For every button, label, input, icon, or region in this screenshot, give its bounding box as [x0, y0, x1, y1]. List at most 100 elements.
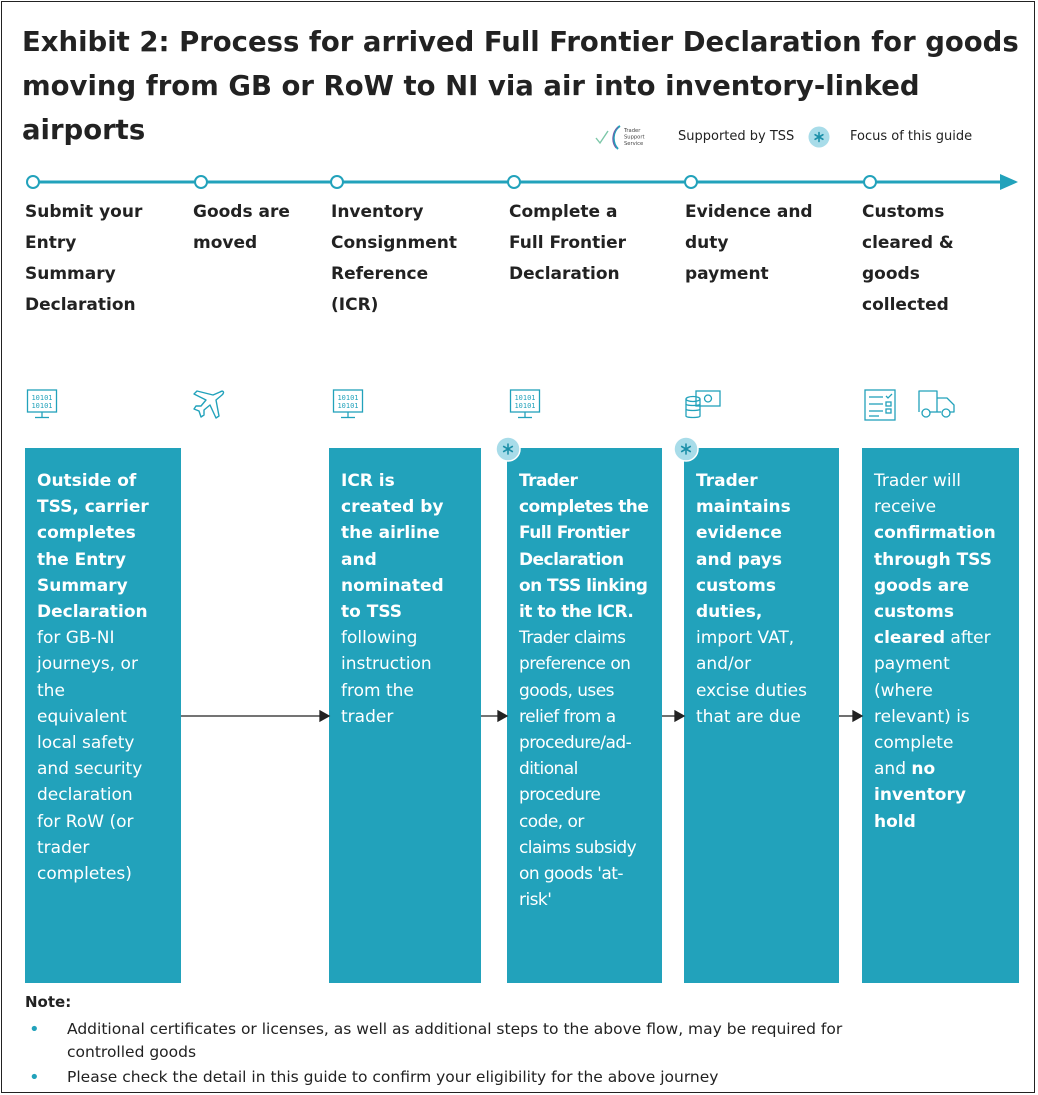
box-text-line: complete	[874, 730, 1011, 756]
box-text: journeys, or	[37, 654, 138, 675]
box-text-line: goods, uses	[519, 678, 654, 704]
box-text-line: (where	[874, 678, 1011, 704]
box-text: ditional	[519, 759, 578, 780]
box-text-line: claims subsidy	[519, 835, 654, 861]
step-title-line: duty	[685, 233, 729, 253]
box-text-line: code, or	[519, 809, 654, 835]
step-title-submit-entry-summary: Submit your Entry Summary Declaration	[25, 197, 142, 321]
box-text-line: import VAT,	[696, 625, 831, 651]
box-text: payment	[874, 654, 950, 675]
box-text-line: to TSS	[341, 599, 473, 625]
box-text-line: TSS, carrier	[37, 494, 173, 520]
box-text-bold: to TSS	[341, 602, 403, 623]
box-text: local safety	[37, 733, 135, 754]
airplane-icon	[193, 390, 225, 419]
flow-arrowhead	[497, 709, 509, 723]
page-title: Exhibit 2: Process for arrived Full Fron…	[22, 20, 1032, 152]
payment-icon	[685, 390, 721, 419]
box-text-line: Full Frontier	[519, 520, 654, 546]
box-text: declaration	[37, 785, 133, 806]
note-line: controlled goods	[67, 1043, 197, 1061]
box-text-bold: ICR is	[341, 471, 395, 491]
step-box-evidence-duty: Trader maintains evidence and pays customs du…	[684, 448, 839, 983]
step-title-line: collected	[862, 295, 949, 315]
box-text-line: nominated	[341, 573, 473, 599]
box-text: complete	[874, 733, 954, 754]
box-text-bold: on TSS linking	[519, 575, 648, 596]
box-text-line: procedure/ad-	[519, 730, 654, 756]
box-text-bold: and	[341, 549, 377, 570]
box-text-line: that are due	[696, 704, 831, 730]
box-text-line: goods are	[874, 573, 1011, 599]
box-text: code, or	[519, 811, 584, 832]
box-text-bold: Outside of	[37, 471, 137, 491]
box-text-bold: goods are	[874, 575, 970, 596]
box-text: claims subsidy	[519, 837, 637, 858]
box-text-line: completes	[37, 520, 173, 546]
box-text-line: Summary	[37, 573, 173, 599]
step-title-line: goods	[862, 264, 920, 284]
box-text-bold: maintains	[696, 497, 791, 518]
step-title-line: (ICR)	[331, 295, 379, 315]
box-text: trader	[37, 837, 90, 858]
box-text-line: on goods 'at-	[519, 861, 654, 887]
box-text: from the	[341, 680, 414, 701]
box-text: preference on	[519, 654, 631, 675]
box-text-line: risk'	[519, 887, 654, 913]
step-title-line: Goods are	[193, 202, 290, 222]
note-item: • Please check the detail in this guide …	[25, 1066, 1025, 1089]
box-text-line: Declaration	[519, 547, 654, 573]
note-heading: Note:	[25, 993, 72, 1011]
box-text: on goods 'at-	[519, 864, 624, 885]
box-text-bold: and pays	[696, 549, 782, 570]
note-item: • Additional certificates or licenses, a…	[25, 1018, 1025, 1064]
box-text-line: inventory	[874, 782, 1011, 808]
box-text-bold: through TSS	[874, 549, 992, 570]
box-text: goods, uses	[519, 680, 615, 701]
timeline-node	[863, 175, 877, 189]
box-text: receive	[874, 497, 937, 518]
focus-asterisk-icon	[808, 126, 830, 148]
timeline-arrowhead	[1000, 174, 1018, 190]
step-box-entry-summary: Outside of TSS, carrier completes the Entry…	[25, 448, 181, 983]
box-text-bold: inventory	[874, 785, 966, 806]
box-text-bold: hold	[874, 811, 916, 832]
checklist-icon	[864, 389, 896, 421]
box-text: relief from a	[519, 706, 616, 727]
box-text-line: the Entry	[37, 547, 173, 573]
box-text-bold: TSS, carrier	[37, 497, 149, 518]
box-text: after	[945, 628, 991, 649]
tss-logo-text: Trader	[623, 128, 641, 134]
box-text-line: excise duties	[696, 678, 831, 704]
box-text-line: customs	[696, 573, 831, 599]
tss-logo-text: Service	[624, 141, 643, 147]
box-text-line: following	[341, 625, 473, 651]
computer-binary-icon: 10101 10101	[509, 389, 541, 419]
timeline-node	[194, 175, 208, 189]
svg-text:10101: 10101	[337, 402, 358, 410]
step-title-goods-moved: Goods are moved	[193, 197, 290, 259]
timeline	[26, 174, 1018, 190]
box-text: (where	[874, 680, 933, 701]
step-title-line: moved	[193, 233, 258, 253]
step-title-customs-cleared: Customs cleared & goods collected	[862, 197, 954, 321]
box-text-line: journeys, or	[37, 651, 173, 677]
box-text-line: hold	[874, 809, 1011, 835]
box-text-bold: Trader	[696, 471, 758, 491]
box-text: trader	[341, 706, 394, 727]
box-text-bold: nominated	[341, 575, 444, 596]
box-text-bold: evidence	[696, 523, 782, 544]
box-text-bold: created by	[341, 497, 444, 518]
box-text-bold: Declaration	[519, 549, 624, 570]
box-text-bold: duties,	[696, 602, 763, 623]
box-text-bold: completes	[37, 523, 136, 544]
focus-asterisk-icon	[673, 436, 699, 462]
flow-arrowhead	[319, 709, 331, 723]
box-text: instruction	[341, 654, 432, 675]
box-text: completes)	[37, 864, 132, 885]
box-text-line: relevant) is	[874, 704, 1011, 730]
step-title-line: Consignment	[331, 233, 457, 253]
box-text-line: receive	[874, 494, 1011, 520]
box-text: procedure	[519, 785, 601, 806]
